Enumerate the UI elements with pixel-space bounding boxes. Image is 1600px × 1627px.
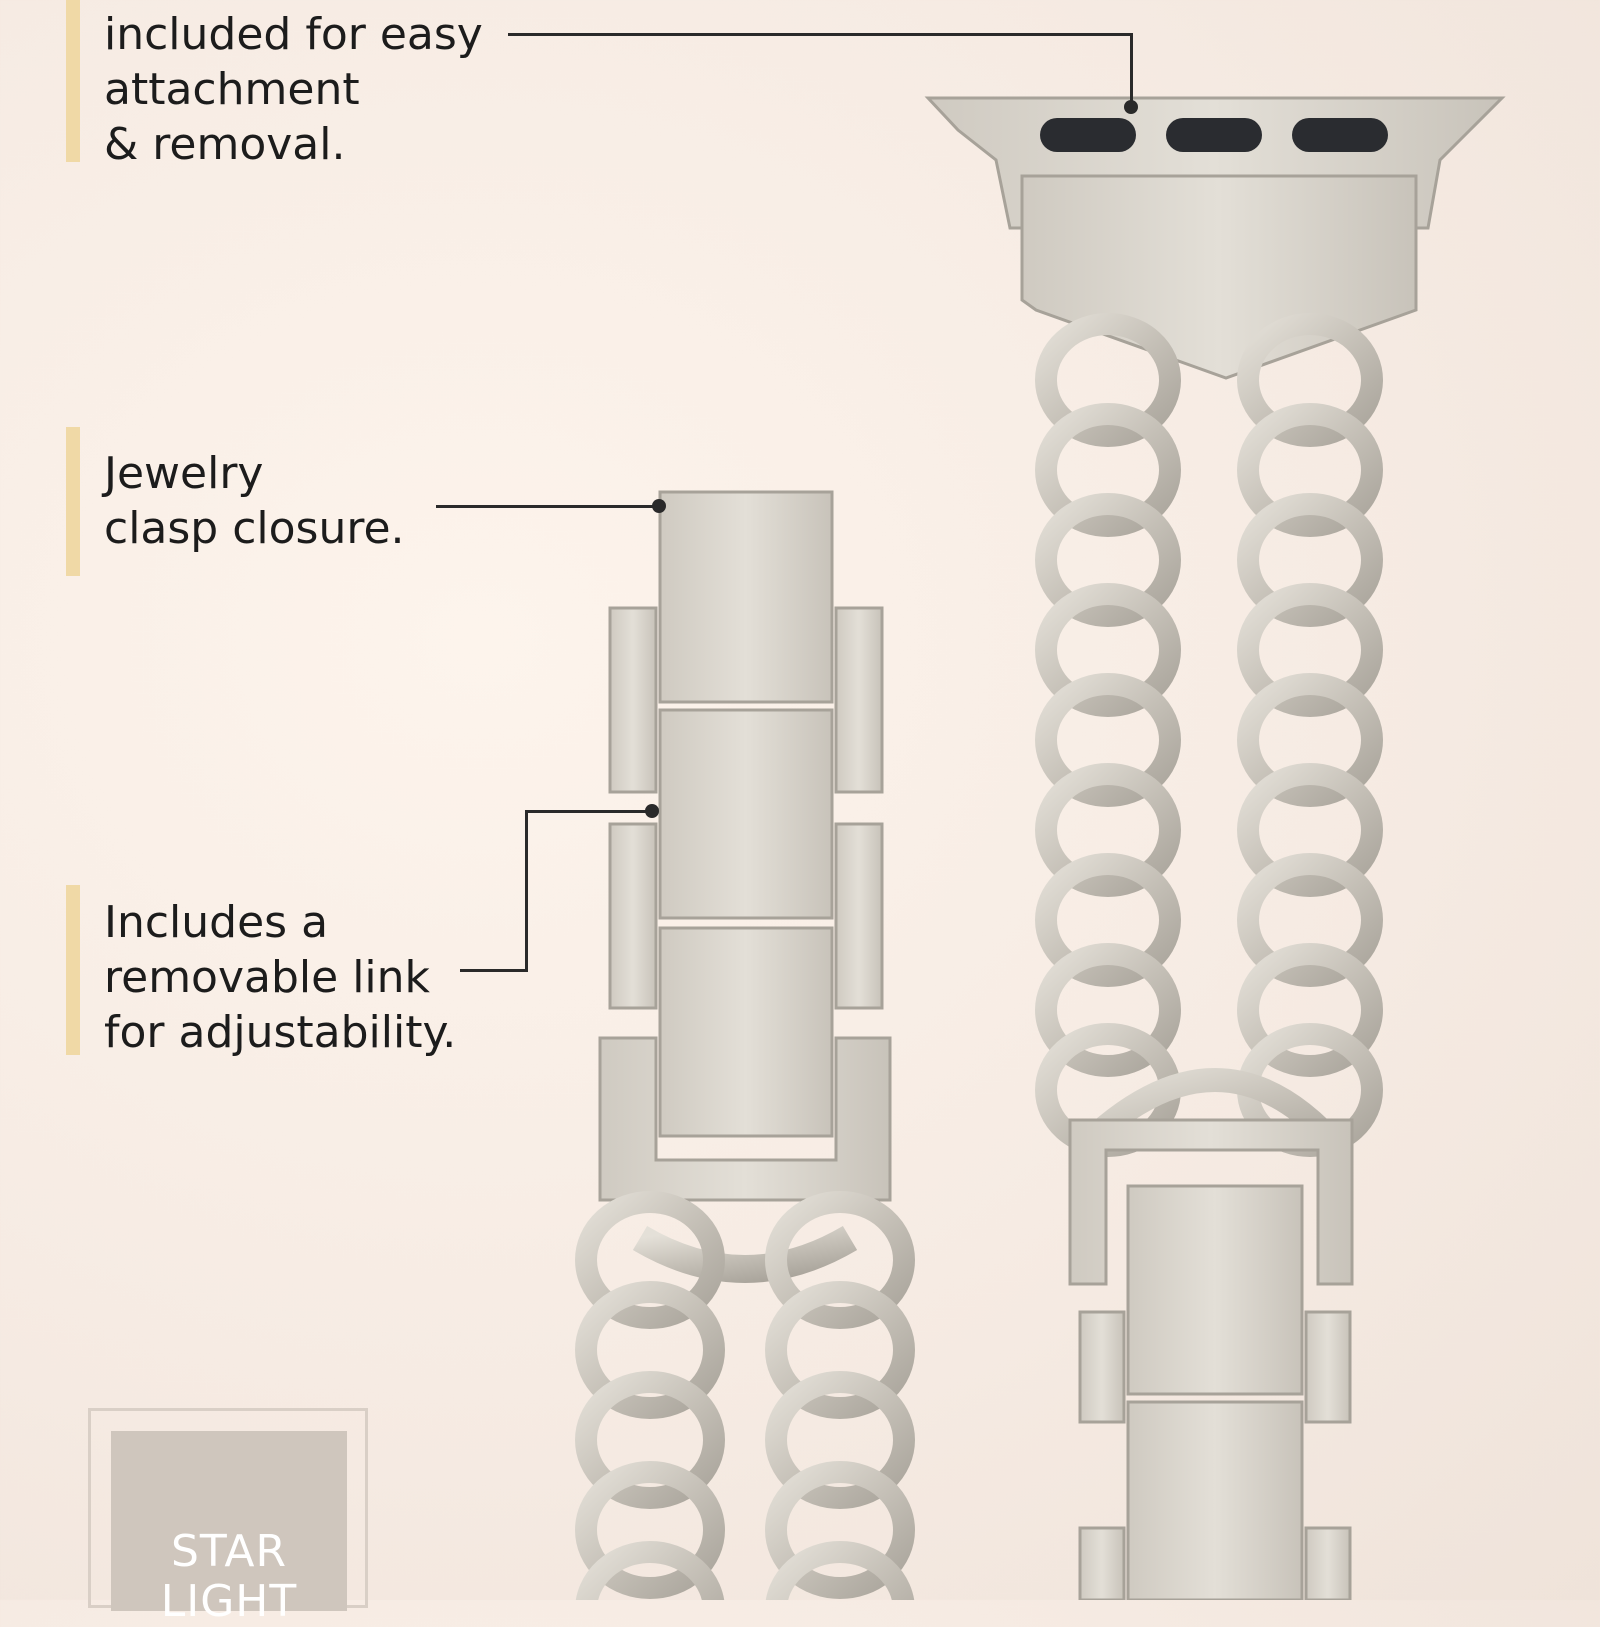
color-tag: STAR LIGHT <box>88 1408 368 1627</box>
callout-accent-bar <box>66 427 80 576</box>
left-clasp-links <box>598 490 892 1202</box>
color-name-line: LIGHT <box>160 1576 298 1627</box>
callout-line: & removal. <box>104 119 346 170</box>
leader-line-link <box>460 969 528 972</box>
leader-dot-attach <box>1124 100 1138 114</box>
color-swatch-starlight: STAR LIGHT <box>111 1431 347 1627</box>
right-clasp-links <box>1068 1068 1354 1600</box>
callout-accent-bar <box>66 0 80 162</box>
callout-line: Includes a <box>104 897 329 948</box>
right-double-chain <box>1035 313 1383 1157</box>
callout-accent-bar <box>66 885 80 1055</box>
leader-line-clasp <box>436 505 660 508</box>
watch-band-adapter <box>924 96 1506 380</box>
callout-line: clasp closure. <box>104 503 405 554</box>
leader-line-attach <box>508 33 1132 36</box>
callout-line: included for easy <box>104 9 483 60</box>
callout-line: removable link <box>104 952 431 1003</box>
leader-line-link-top <box>525 810 651 813</box>
color-name: STAR LIGHT <box>111 1527 347 1627</box>
callout-text: included for easy attachment & removal. <box>104 7 483 172</box>
callout-text: Includes a removable link for adjustabil… <box>104 895 456 1060</box>
leader-line-attach-drop <box>1130 33 1133 107</box>
callout-line: attachment <box>104 64 360 115</box>
callout-line: Jewelry <box>104 448 264 499</box>
callout-line: for adjustability. <box>104 1007 457 1058</box>
left-double-chain <box>575 1191 915 1600</box>
leader-dot-link <box>645 804 659 818</box>
color-name-line: STAR <box>170 1526 288 1577</box>
leader-line-link-rise <box>525 810 528 972</box>
leader-dot-clasp <box>652 499 666 513</box>
callout-text: Jewelry clasp closure. <box>104 446 405 556</box>
